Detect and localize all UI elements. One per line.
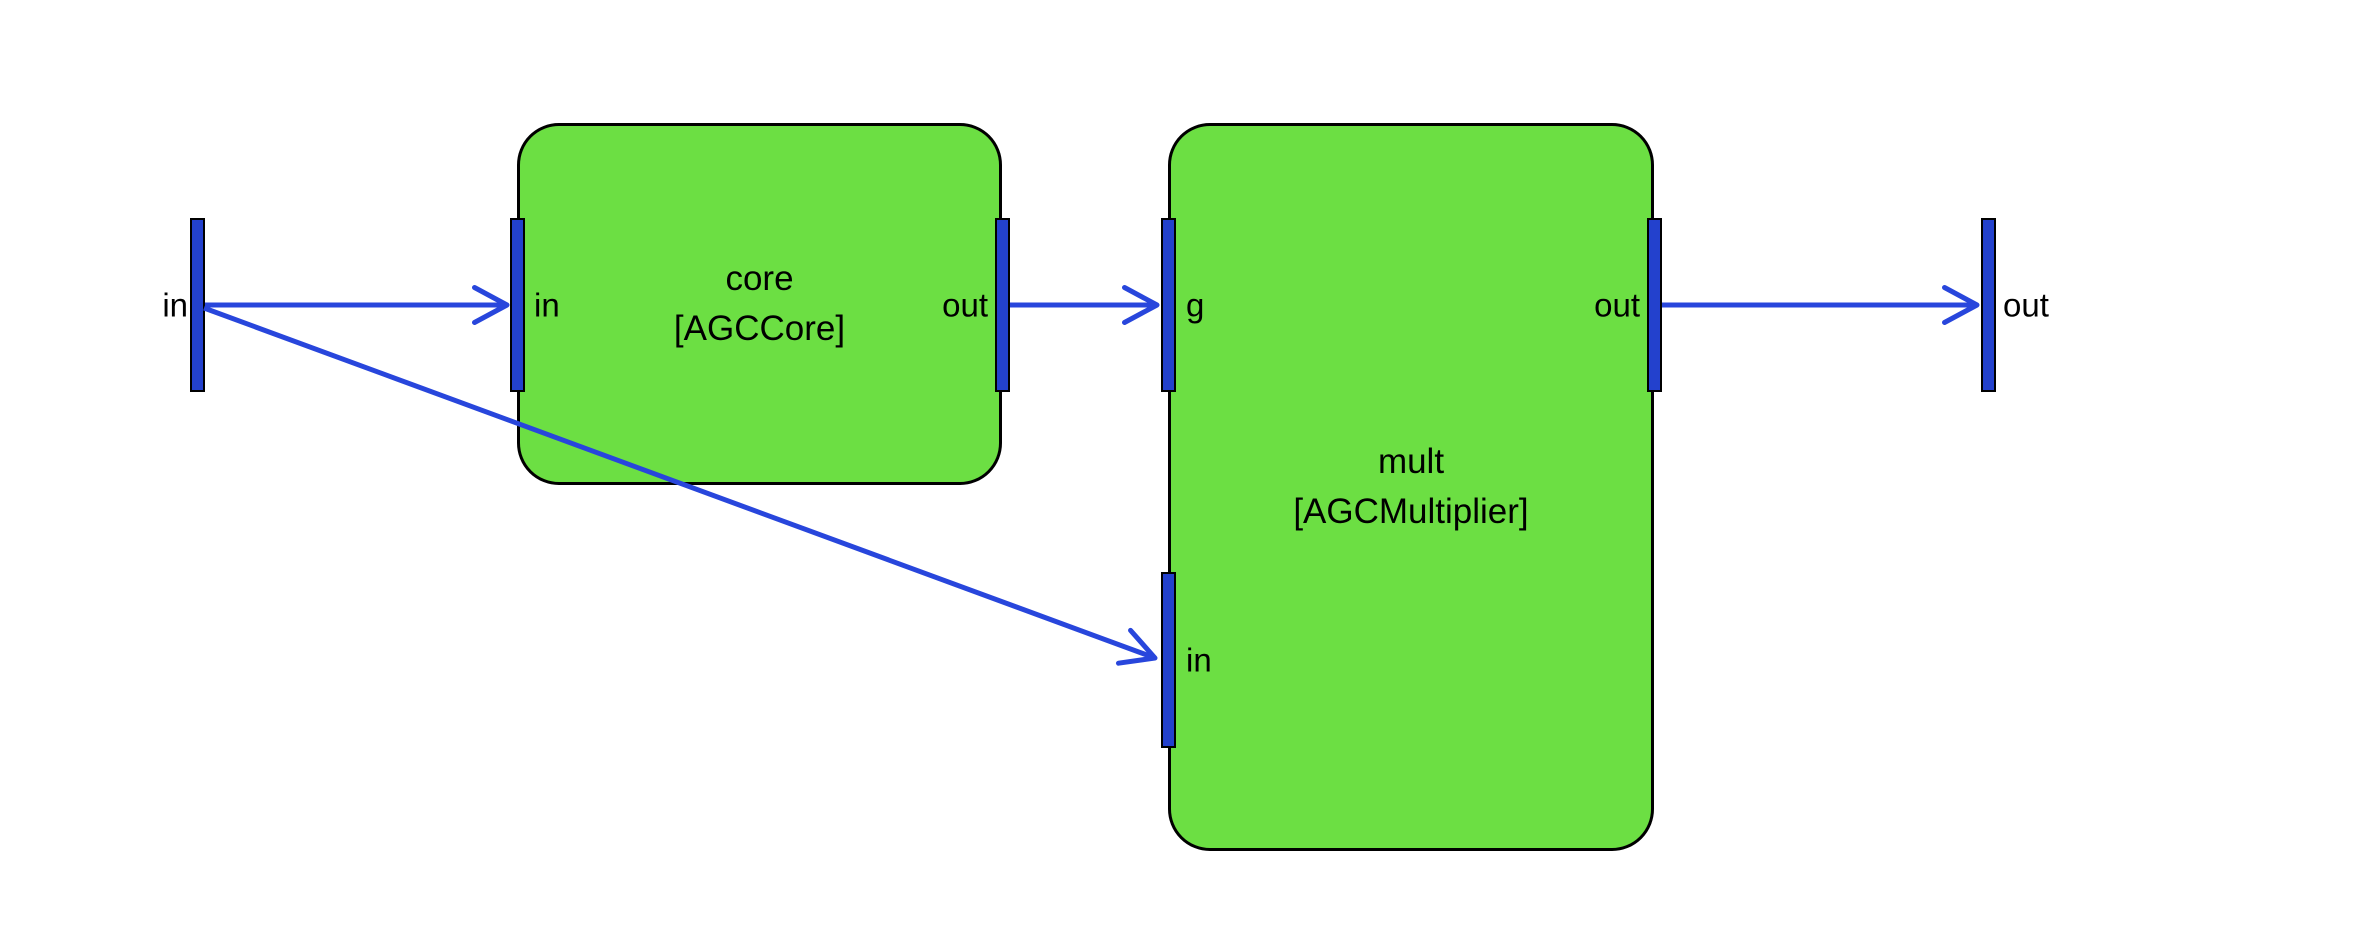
wire-in-to-mult-in[interactable] xyxy=(203,305,1158,666)
port-mult-in[interactable] xyxy=(1161,572,1176,748)
block-mult-name: mult xyxy=(1377,442,1445,481)
block-mult-type: [AGCMultiplier] xyxy=(1293,492,1529,531)
block-core[interactable]: core [AGCCore] xyxy=(517,123,1002,485)
port-core-in[interactable] xyxy=(510,218,525,392)
port-mult-out-label: out xyxy=(1594,286,1640,324)
port-mult-g[interactable] xyxy=(1161,218,1176,392)
external-input-label: in xyxy=(162,286,188,324)
block-core-type: [AGCCore] xyxy=(673,309,846,348)
port-core-in-label: in xyxy=(534,286,560,324)
external-output-label: out xyxy=(2003,286,2049,324)
external-input-port[interactable] xyxy=(190,218,205,392)
port-mult-in-label: in xyxy=(1186,641,1212,679)
port-core-out-label: out xyxy=(942,286,988,324)
port-mult-out[interactable] xyxy=(1647,218,1662,392)
block-core-name: core xyxy=(725,259,794,298)
port-core-out[interactable] xyxy=(995,218,1010,392)
port-mult-g-label: g xyxy=(1186,286,1205,324)
external-output-port[interactable] xyxy=(1981,218,1996,392)
block-mult[interactable]: mult [AGCMultiplier] xyxy=(1168,123,1654,851)
